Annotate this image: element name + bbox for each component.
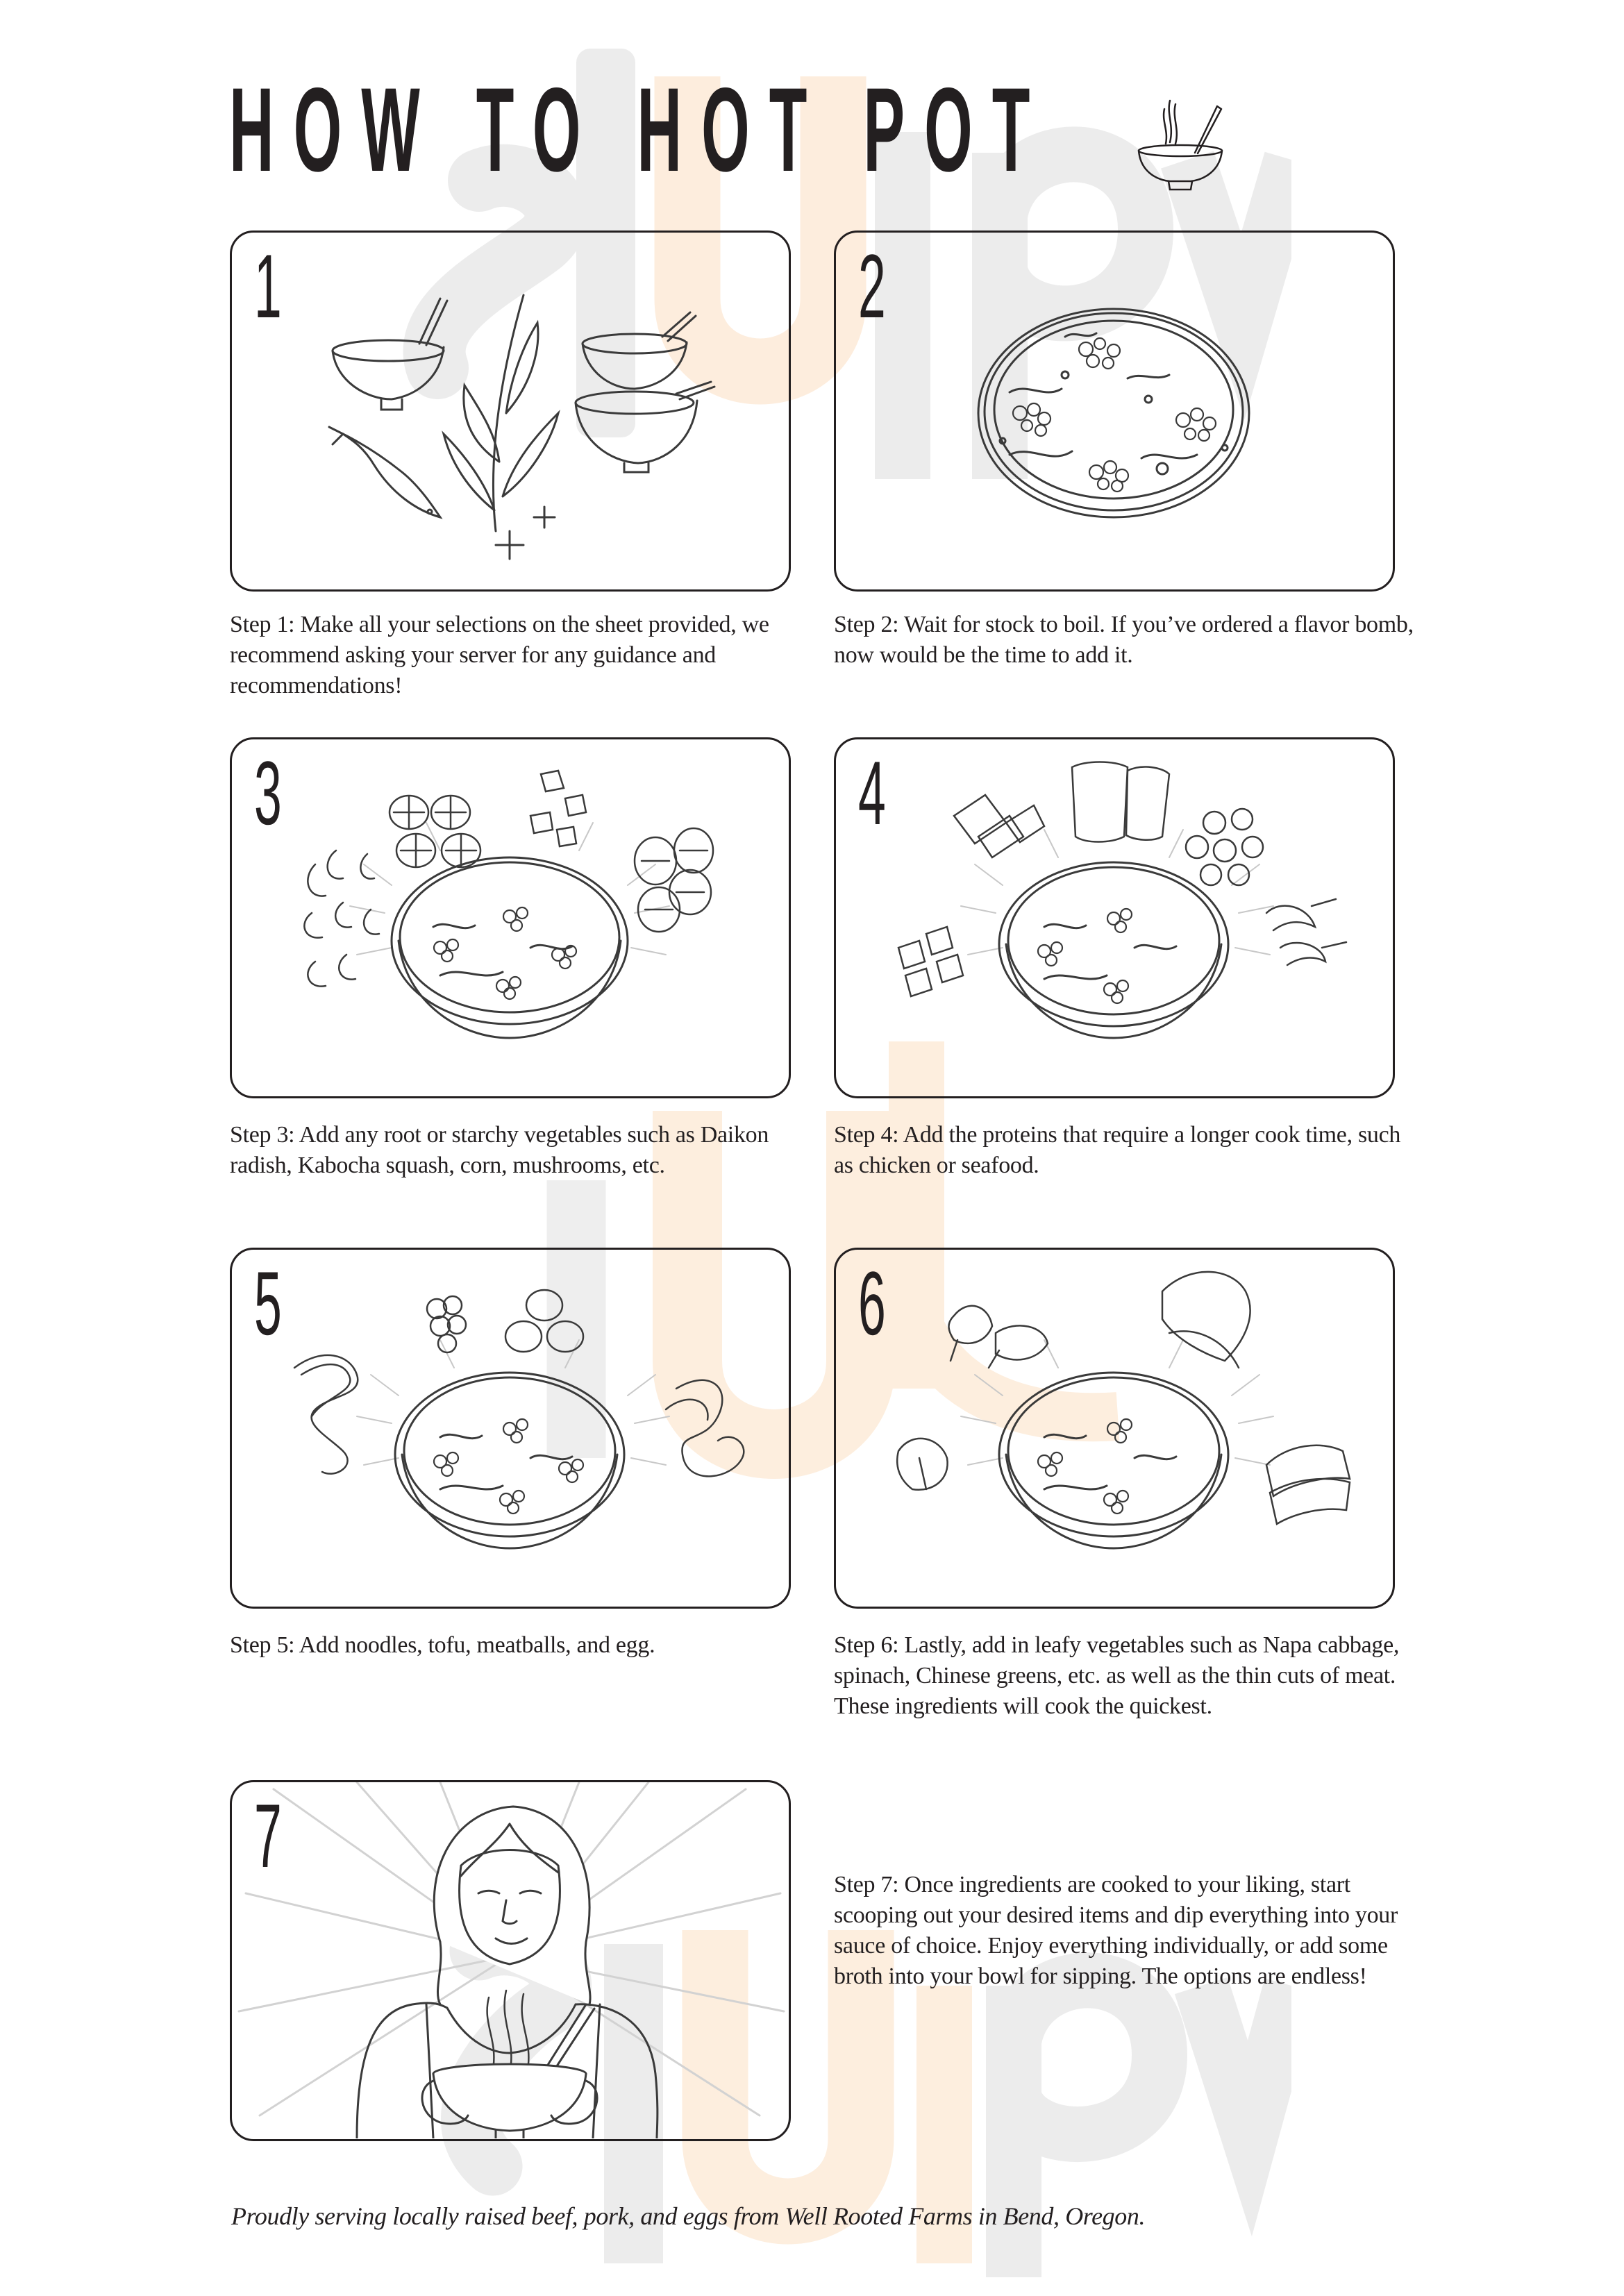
step-6-caption: Step 6: Lastly, add in leafy vegetables … <box>834 1632 1400 1719</box>
boiling-hot-pot-broth-illustration <box>977 308 1250 519</box>
step-1-panel: 1 <box>230 231 791 592</box>
step-number: 1 <box>254 235 282 337</box>
hot-pot-bowl-with-chopsticks-icon <box>1128 94 1232 191</box>
step-number: 7 <box>254 1785 282 1886</box>
step-4-caption: Step 4: Add the proteins that require a … <box>834 1122 1401 1178</box>
step-5-panel: 5 <box>230 1248 791 1609</box>
step-6-panel: 6 <box>834 1248 1395 1609</box>
proteins-seafood-around-pot-illustration <box>897 761 1348 1039</box>
root-vegetables-around-pot-illustration <box>303 769 714 1039</box>
step-number: 4 <box>858 742 886 844</box>
step-2-caption: Step 2: Wait for stock to boil. If you’v… <box>834 612 1414 668</box>
step-3-panel: 3 <box>230 737 791 1098</box>
step-number: 3 <box>254 742 282 844</box>
page-title: HOW TO HOT POT <box>229 63 1050 196</box>
step-5-caption: Step 5: Add noodles, tofu, meatballs, an… <box>230 1632 655 1658</box>
step-7-panel: 7 <box>230 1780 791 2141</box>
footer-note: Proudly serving locally raised beef, por… <box>231 2202 1146 2230</box>
step-2-panel: 2 <box>834 231 1395 592</box>
leafy-greens-thin-meat-around-pot-illustration <box>896 1271 1351 1550</box>
step-4-panel: 4 <box>834 737 1395 1098</box>
step-1-caption: Step 1: Make all your selections on the … <box>230 612 769 698</box>
step-7-caption: Step 7: Once ingredients are cooked to y… <box>834 1872 1398 1989</box>
noodles-tofu-meatballs-eggs-around-pot-illustration <box>293 1289 745 1550</box>
woman-holding-steaming-bowl-illustration <box>237 1782 785 2138</box>
bowls-chopsticks-fish-herbs-illustration <box>328 294 716 560</box>
step-number: 5 <box>254 1252 282 1354</box>
step-3-caption: Step 3: Add any root or starchy vegetabl… <box>230 1122 769 1178</box>
